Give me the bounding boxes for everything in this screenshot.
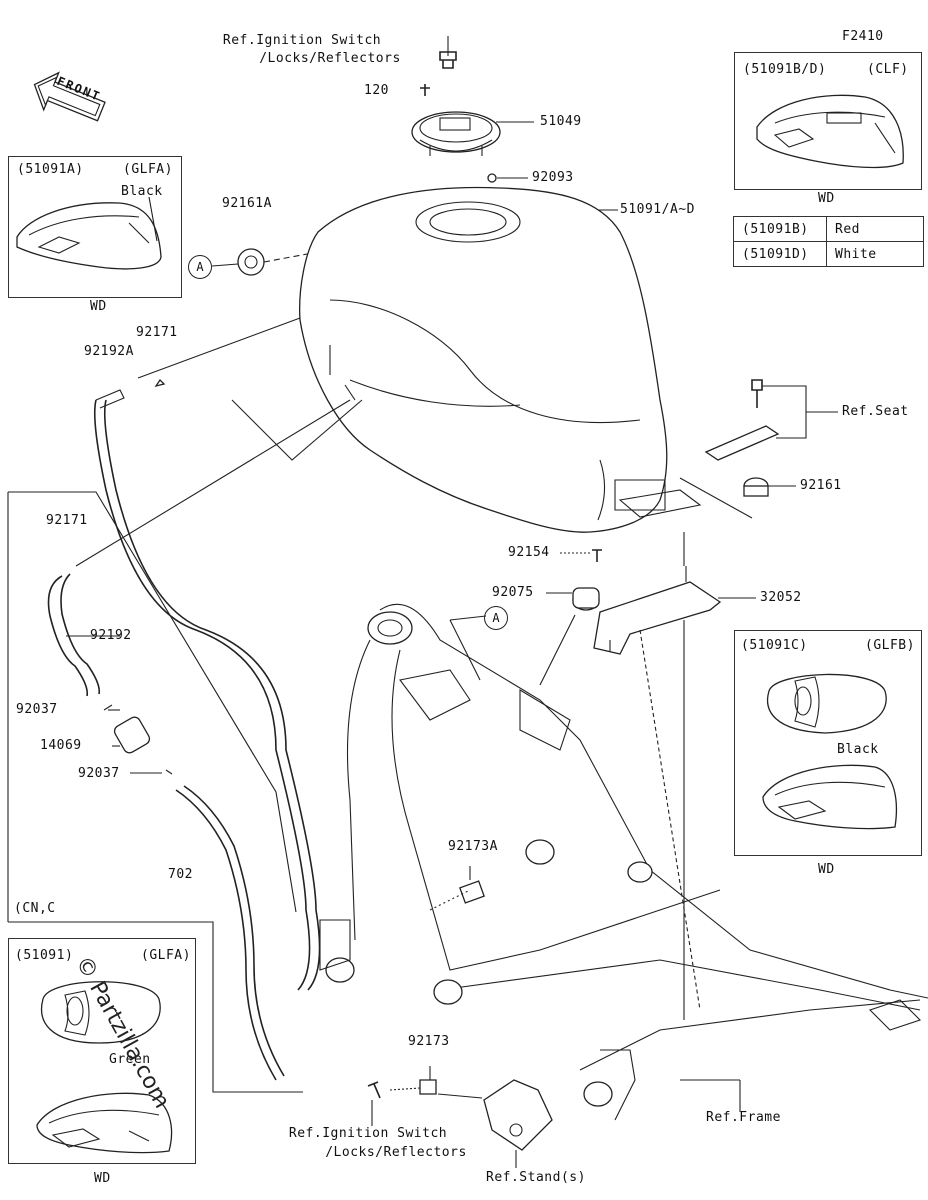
inset-51091a-glfa: (51091A) (GLFA) Black [8, 156, 182, 298]
label-92161a: 92161A [222, 196, 272, 211]
collar-92173a-icon [459, 880, 485, 904]
label-92093: 92093 [532, 170, 574, 185]
label-92075: 92075 [492, 585, 534, 600]
inset-51091bd-clf: (51091B/D) (CLF) [734, 52, 922, 190]
tank-views-icon [36, 981, 173, 1154]
inset-part: (51091B/D) [743, 62, 827, 77]
table-row: (51091B) Red [733, 216, 924, 242]
label-51049: 51049 [540, 114, 582, 129]
inset-footer: WD [818, 191, 835, 206]
inset-51091c-glfb: (51091C) (GLFB) Black [734, 630, 922, 856]
inset-footer: WD [818, 862, 835, 877]
hose-702-icon [175, 789, 277, 1081]
inset-footer: WD [94, 1171, 111, 1186]
reference-circle-a-right: A [484, 606, 508, 630]
table-cell: White [826, 241, 924, 267]
label-120: 120 [364, 83, 389, 98]
bolt-bottom-icon [367, 1081, 381, 1099]
label-92192: 92192 [90, 628, 132, 643]
fuel-tank-icon [299, 186, 702, 533]
filter-14069-icon [113, 716, 151, 754]
bolt-120-icon [439, 51, 457, 69]
reference-circle-a-left: A [188, 255, 212, 279]
bolt-seat-icon [751, 379, 763, 408]
tank-views-icon [762, 673, 898, 830]
label-92192a: 92192A [84, 344, 134, 359]
hose-92192a-icon [93, 399, 311, 991]
tank-side-view-icon [16, 196, 162, 270]
grommet-92093-icon [487, 173, 497, 183]
inset-code: (GLFA) [141, 948, 191, 963]
damper-92161a-icon [237, 248, 265, 276]
inset-part: (51091C) [741, 638, 808, 653]
bolt-92154-icon [592, 549, 602, 562]
stand-bracket-icon [483, 1079, 553, 1151]
inset-code: (GLFA) [123, 162, 173, 177]
label-ref-ignition-bot-2: /Locks/Reflectors [325, 1145, 467, 1160]
label-702: 702 [168, 867, 193, 882]
label-92171-a: 92171 [136, 325, 178, 340]
inset-part: (51091) [15, 948, 74, 963]
fuel-cap-icon [411, 111, 501, 156]
inset-color: Black [837, 742, 879, 757]
bracket-32052-icon [593, 566, 722, 655]
label-ref-frame: Ref.Frame [706, 1110, 781, 1125]
label-92161: 92161 [800, 478, 842, 493]
label-92037-b: 92037 [78, 766, 120, 781]
inset-color: Black [121, 184, 163, 199]
tank-side-view-icon [756, 94, 904, 169]
label-92154: 92154 [508, 545, 550, 560]
inset-part: (51091A) [17, 162, 84, 177]
inset-footer: WD [90, 299, 107, 314]
screw-120-icon [420, 84, 430, 96]
inset-51091-glfa: (51091) (GLFA) Green [8, 938, 196, 1164]
inset-color: Green [109, 1052, 151, 1067]
label-32052: 32052 [760, 590, 802, 605]
table-cell: Red [826, 216, 924, 242]
region-bracket [8, 491, 297, 913]
label-ref-stand: Ref.Stand(s) [486, 1170, 586, 1185]
inset-code: (CLF) [867, 62, 909, 77]
label-14069: 14069 [40, 738, 82, 753]
label-ref-ignition-bot-1: Ref.Ignition Switch [288, 1126, 448, 1141]
label-51091-ad: 51091/A~D [620, 202, 695, 217]
inset-code: (GLFB) [865, 638, 915, 653]
damper-92161-icon [743, 477, 769, 497]
label-cn-note: (CN,C [14, 901, 56, 916]
frame-icon [319, 603, 928, 1121]
front-arrow-icon [33, 71, 106, 122]
color-table: (51091B) Red (51091D) White [733, 216, 924, 267]
hose-92192-icon [47, 575, 89, 697]
label-ref-ignition-top-2: /Locks/Reflectors [259, 51, 401, 66]
label-92173: 92173 [408, 1034, 450, 1049]
damper-92075-icon [572, 587, 600, 611]
label-ref-ignition-top-1: Ref.Ignition Switch [222, 33, 382, 48]
table-cell: (51091D) [733, 241, 827, 267]
figure-code: F2410 [842, 29, 884, 44]
label-ref-seat: Ref.Seat [842, 404, 909, 419]
table-row: (51091D) White [733, 241, 924, 267]
collar-92173-icon [419, 1079, 437, 1095]
seat-bracket-icon [704, 425, 780, 461]
label-92171-b: 92171 [46, 513, 88, 528]
label-92037-a: 92037 [16, 702, 58, 717]
label-92173a: 92173A [448, 839, 498, 854]
table-cell: (51091B) [733, 216, 827, 242]
